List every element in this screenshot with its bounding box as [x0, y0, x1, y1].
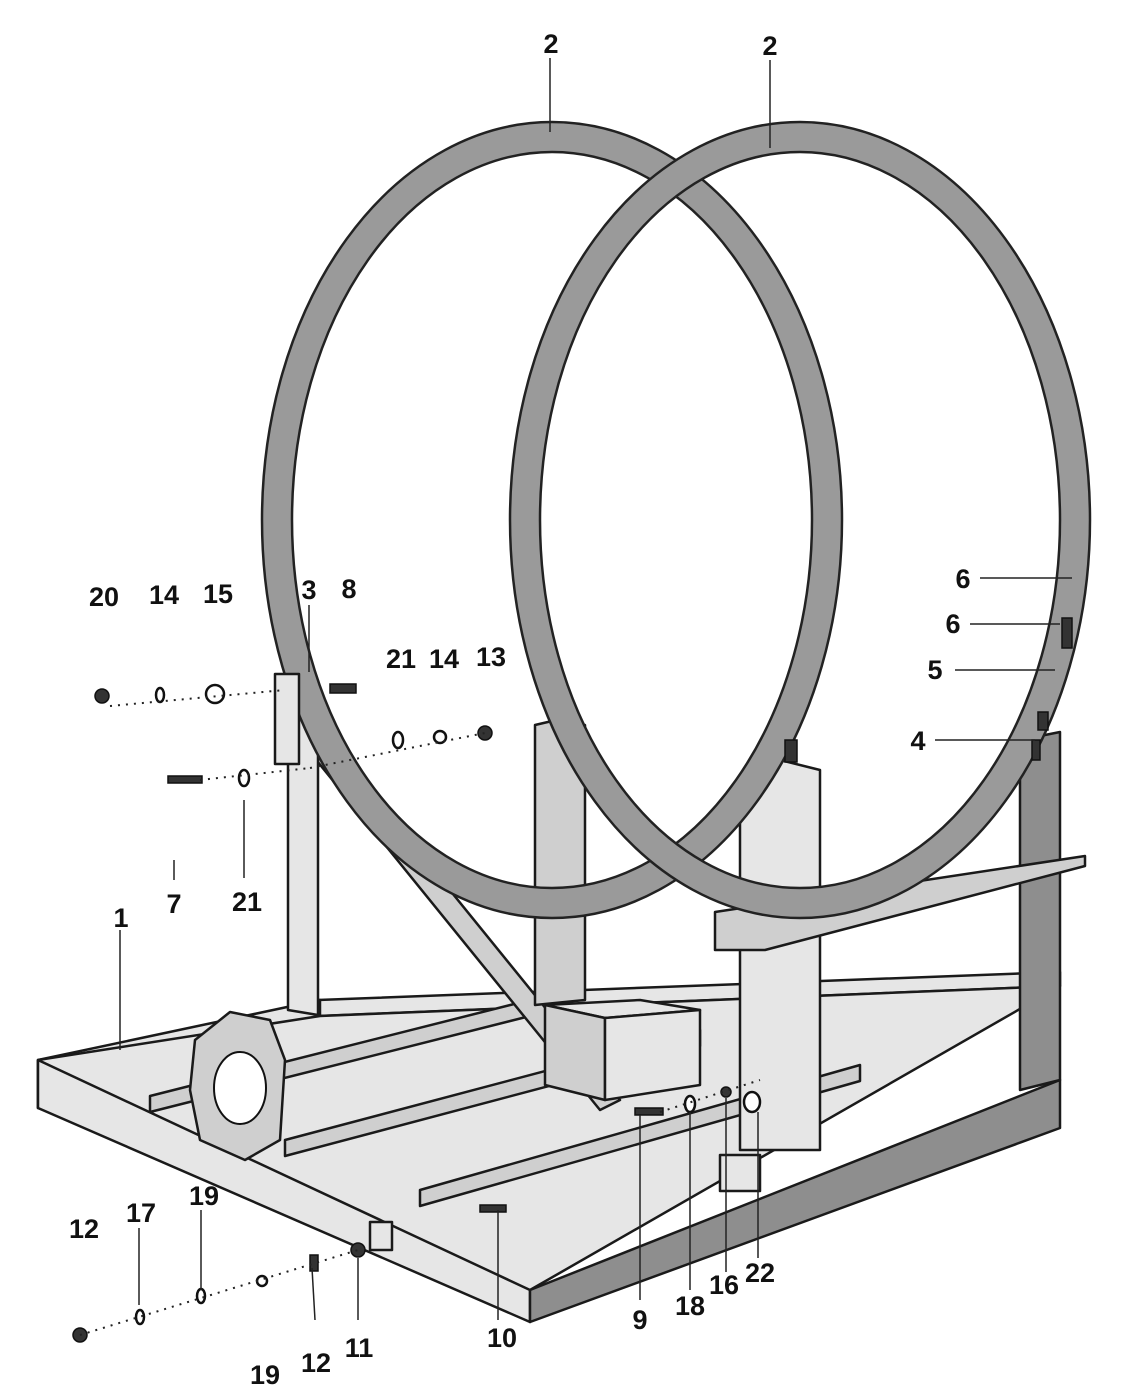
part-21-washer — [237, 768, 251, 788]
callout-22: 22 — [745, 1258, 775, 1288]
part-18-washer — [683, 1094, 697, 1114]
part-13-nut — [477, 725, 493, 741]
part-15-washer — [204, 683, 226, 705]
callout-labels: 2 2 6 6 5 4 20 14 15 3 8 21 14 13 7 21 1… — [69, 29, 971, 1389]
callout-19: 19 — [189, 1181, 219, 1211]
part-20-nut — [94, 688, 110, 704]
callout-14: 14 — [429, 644, 459, 674]
callout-18: 18 — [675, 1291, 705, 1321]
callout-11: 11 — [345, 1333, 374, 1363]
hoop-left — [260, 120, 844, 920]
callout-15: 15 — [203, 579, 233, 609]
callout-21: 21 — [386, 644, 416, 674]
front-bracket — [368, 1220, 394, 1252]
callout-8: 8 — [341, 574, 356, 604]
uprights — [286, 698, 1062, 1152]
callout-2: 2 — [543, 29, 558, 59]
part-6-spacers — [1061, 617, 1073, 649]
callout-2: 2 — [762, 31, 777, 61]
leader-lines — [119, 58, 1072, 1321]
center-box — [543, 998, 702, 1102]
callout-3: 3 — [301, 575, 316, 605]
part-12b-bolt — [309, 1254, 319, 1272]
part-14-washer — [154, 686, 166, 704]
part-19b-washer — [255, 1274, 269, 1288]
callout-9: 9 — [632, 1305, 647, 1335]
callout-5: 5 — [927, 655, 942, 685]
callout-6: 6 — [955, 564, 970, 594]
part-21b-washer — [391, 730, 405, 750]
callout-19: 19 — [250, 1360, 280, 1389]
assembly-lines — [79, 689, 761, 1336]
callout-6: 6 — [945, 609, 960, 639]
support-arm — [713, 854, 1087, 952]
part-9-bolt — [634, 1107, 664, 1116]
callout-10: 10 — [487, 1323, 517, 1353]
part-22-washer — [742, 1090, 762, 1114]
callout-1: 1 — [113, 903, 128, 933]
callout-7: 7 — [166, 889, 181, 919]
hoop-bolt — [784, 739, 798, 763]
part-3-bracket — [273, 672, 301, 766]
part-8-bolt — [329, 683, 357, 694]
callout-4: 4 — [910, 726, 925, 756]
hoop-right — [508, 120, 1092, 920]
part-7-bolt — [167, 775, 203, 784]
part-17-washer — [134, 1308, 146, 1326]
part-4-bushing — [1031, 739, 1041, 761]
callout-14: 14 — [149, 580, 179, 610]
part-11-nut — [350, 1242, 366, 1258]
callout-21: 21 — [232, 887, 262, 917]
part-19-washer — [195, 1287, 207, 1305]
callout-13: 13 — [476, 642, 506, 672]
callout-12: 12 — [69, 1214, 99, 1244]
part-5-bolt — [1037, 711, 1049, 731]
callout-12: 12 — [301, 1348, 331, 1378]
hitch-hole — [213, 1051, 267, 1125]
callout-20: 20 — [89, 582, 119, 612]
part-10-bolt — [479, 1204, 507, 1213]
callout-17: 17 — [126, 1198, 156, 1228]
part-14b-washer — [432, 729, 448, 745]
callout-16: 16 — [709, 1270, 739, 1300]
